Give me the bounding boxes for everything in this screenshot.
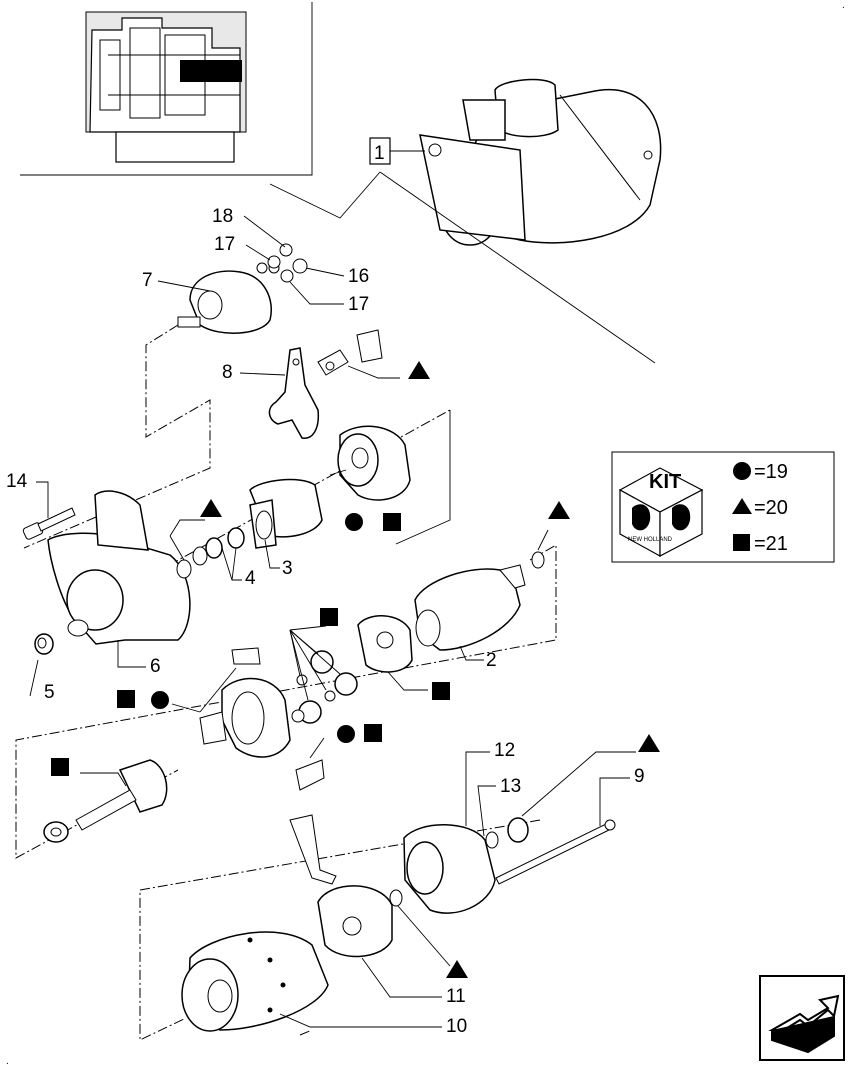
starter-motor-assembly xyxy=(419,78,662,246)
engine-thumbnail xyxy=(20,2,313,176)
kit-circle-value: =19 xyxy=(754,461,788,483)
circle-symbol xyxy=(733,462,751,480)
intermediate-bearing xyxy=(337,425,411,501)
planet-carrier-plate xyxy=(357,615,413,673)
assembly-line-1 xyxy=(23,324,211,549)
callout-1: 1 xyxy=(269,137,656,364)
callout-17-bottom: 17 xyxy=(348,294,369,315)
bolt xyxy=(22,507,76,540)
kit-legend: KIT NEW HOLLAND =19 =20 =21 xyxy=(611,451,835,563)
square-symbol xyxy=(383,513,401,531)
square-symbol xyxy=(117,690,135,708)
stator-yoke xyxy=(181,931,329,1032)
svg-text:.: . xyxy=(6,1056,9,1067)
square-symbol xyxy=(320,608,338,626)
drive-pinion xyxy=(249,478,323,549)
callout-3: 3 xyxy=(282,558,293,579)
callout-10: 10 xyxy=(446,1016,467,1037)
callout-16: 16 xyxy=(348,266,369,287)
kit-box-icon: KIT NEW HOLLAND xyxy=(618,467,704,558)
fork-bracket xyxy=(356,329,383,363)
square-symbol xyxy=(51,758,69,776)
triangle-symbol xyxy=(638,734,660,752)
circle-symbol xyxy=(345,513,363,531)
callout-7: 7 xyxy=(142,270,153,291)
return-arrow-icon xyxy=(768,994,840,1054)
svg-text:.: . xyxy=(842,0,845,11)
kit-square-value: =21 xyxy=(754,533,788,555)
callout-8: 8 xyxy=(222,362,233,383)
engagement-fork xyxy=(268,347,320,439)
armature xyxy=(414,564,526,651)
kit-triangle-value: =20 xyxy=(754,497,788,519)
triangle-symbol xyxy=(732,498,752,514)
callout-12: 12 xyxy=(494,740,515,761)
bushing xyxy=(34,633,54,655)
callout-1-label: 1 xyxy=(374,143,385,164)
circle-symbol xyxy=(151,691,169,709)
washers-16-17-18 xyxy=(267,243,308,283)
fork-pin xyxy=(317,349,349,376)
callout-11: 11 xyxy=(446,986,466,1007)
planet-gears xyxy=(291,650,358,724)
snap-rings xyxy=(176,527,245,579)
assembly-line-5 xyxy=(299,1029,313,1036)
spring-clip xyxy=(295,759,325,791)
commutator-end-cover xyxy=(403,824,496,914)
callout-6: 6 xyxy=(150,656,161,677)
brush-washer xyxy=(389,889,403,907)
output-shaft xyxy=(43,759,168,843)
assembly-line-3 xyxy=(15,544,557,859)
return-arrow-button[interactable] xyxy=(759,975,845,1061)
triangle-symbol xyxy=(548,501,570,519)
callout-5: 5 xyxy=(44,682,55,703)
assembly-line-4 xyxy=(139,819,541,1041)
ring-gear xyxy=(221,677,291,758)
end-bushing xyxy=(485,817,529,849)
callout-18: 18 xyxy=(212,206,233,227)
circle-symbol xyxy=(337,725,355,743)
callout-13: 13 xyxy=(500,776,521,797)
callout-14: 14 xyxy=(6,471,28,492)
solenoid xyxy=(177,262,280,334)
callout-4: 4 xyxy=(245,568,256,589)
kit-title: KIT xyxy=(649,471,681,493)
callout-17-top: 17 xyxy=(214,234,235,255)
callout-2: 2 xyxy=(486,650,497,671)
square-symbol xyxy=(364,724,382,742)
triangle-symbol xyxy=(446,960,468,978)
armature-washer xyxy=(531,551,545,569)
square-symbol xyxy=(432,682,450,700)
through-bolt xyxy=(495,819,616,885)
triangle-symbol xyxy=(408,361,430,379)
brush-holder xyxy=(289,814,393,958)
triangle-symbol xyxy=(200,499,222,517)
square-symbol xyxy=(733,534,750,551)
drive-end-housing xyxy=(47,490,191,645)
callout-9: 9 xyxy=(634,766,645,787)
logo-text-left: NEW HOLLAND xyxy=(628,537,673,543)
clips xyxy=(199,647,261,745)
